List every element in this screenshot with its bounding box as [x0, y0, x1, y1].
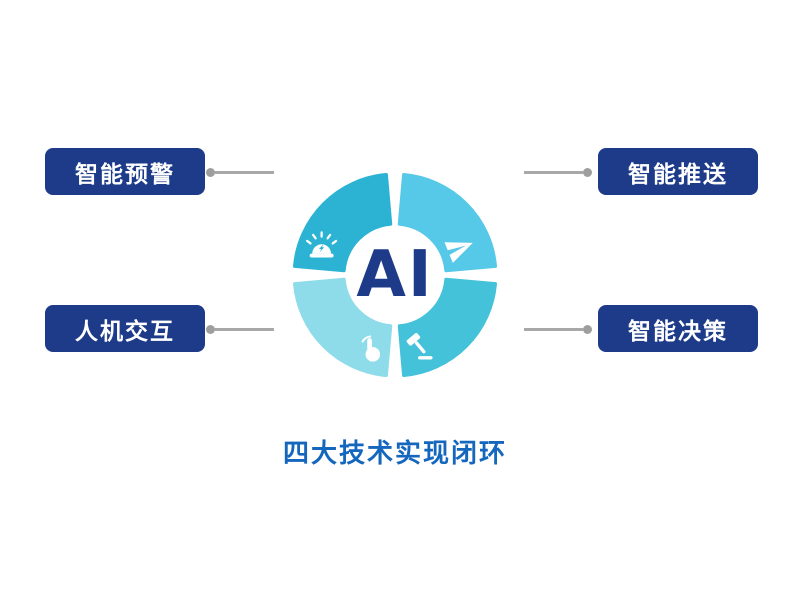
- connector-dot: [206, 325, 215, 334]
- node-label: 智能决策: [628, 318, 728, 345]
- connector-dot: [206, 168, 215, 177]
- caption-title: 四大技术实现闭环: [282, 439, 507, 469]
- connector-line: [215, 328, 274, 331]
- connector-top-left: [206, 168, 274, 177]
- node-label: 智能预警: [75, 161, 175, 188]
- ring-segment-top-left: [292, 172, 393, 273]
- ring-segment-bottom-left: [292, 277, 393, 378]
- gavel-icon: [406, 332, 433, 360]
- alarm-icon: [305, 231, 338, 258]
- connector-top-right: [524, 168, 592, 177]
- connector-line: [215, 171, 274, 174]
- node-label: 人机交互: [75, 318, 175, 345]
- connector-bottom-left: [206, 325, 274, 334]
- touch-icon: [361, 335, 381, 362]
- node-label: 智能推送: [628, 161, 728, 188]
- ai-ring-svg: [292, 172, 498, 378]
- ring-segment-bottom-right: [397, 277, 498, 378]
- connector-dot: [583, 325, 592, 334]
- connector-bottom-right: [524, 325, 592, 334]
- connector-dot: [583, 168, 592, 177]
- connector-line: [524, 171, 583, 174]
- ring-segment-top-right: [397, 172, 498, 273]
- paper-plane-icon: [444, 242, 473, 263]
- node-smart-push: 智能推送: [598, 148, 758, 195]
- connector-line: [524, 328, 583, 331]
- node-human-machine-interaction: 人机交互: [45, 305, 205, 352]
- node-smart-decision: 智能决策: [598, 305, 758, 352]
- node-smart-warning: 智能预警: [45, 148, 205, 195]
- ai-ring: [267, 147, 523, 403]
